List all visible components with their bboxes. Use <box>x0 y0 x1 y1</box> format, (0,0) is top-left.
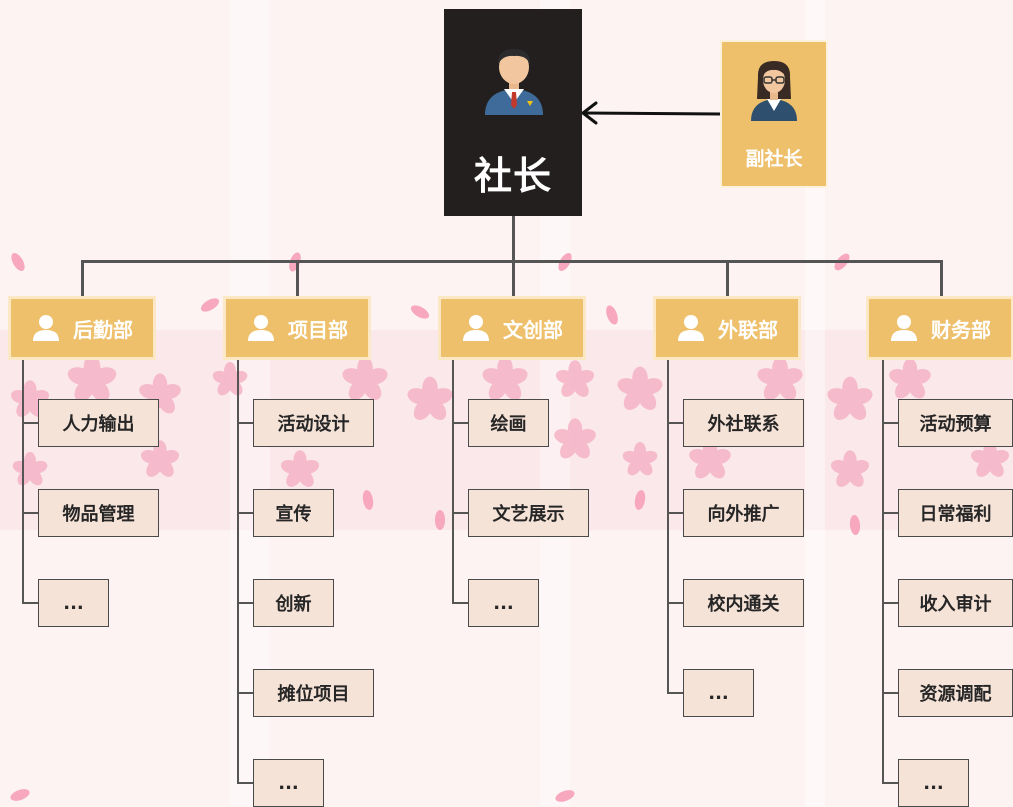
branch <box>882 692 898 694</box>
connector-wailian <box>726 260 729 298</box>
branch <box>452 422 468 424</box>
sub-item[interactable]: 活动设计 <box>253 399 374 447</box>
sub-item[interactable]: 外社联系 <box>683 399 804 447</box>
trunk-wailian <box>667 360 669 693</box>
department-label: 财务部 <box>931 317 991 342</box>
department-label: 文创部 <box>503 317 563 342</box>
department-label: 外联部 <box>718 317 778 342</box>
sub-item[interactable]: 绘画 <box>468 399 549 447</box>
president-node[interactable]: 社长 <box>444 9 582 216</box>
branch <box>237 602 253 604</box>
branch <box>882 782 898 784</box>
department-bus-line <box>81 260 942 263</box>
person-icon <box>463 315 489 341</box>
trunk-caiwu <box>882 360 884 783</box>
trunk-xiangmu <box>237 360 239 783</box>
vice-president-title: 副社长 <box>745 148 803 170</box>
branch <box>667 422 683 424</box>
department-houqin[interactable]: 后勤部 <box>8 296 156 360</box>
branch <box>667 602 683 604</box>
sub-item[interactable]: 创新 <box>253 579 334 627</box>
department-caiwu[interactable]: 财务部 <box>866 296 1013 360</box>
sub-item[interactable]: 物品管理 <box>38 489 159 537</box>
sub-item[interactable]: ... <box>683 669 754 717</box>
sub-item[interactable]: 日常福利 <box>898 489 1013 537</box>
sub-item[interactable]: 摊位项目 <box>253 669 374 717</box>
branch <box>22 602 38 604</box>
branch <box>22 422 38 424</box>
trunk-houqin <box>22 360 24 603</box>
department-xiangmu[interactable]: 项目部 <box>223 296 371 360</box>
branch <box>667 512 683 514</box>
department-wailian[interactable]: 外联部 <box>653 296 801 360</box>
department-label: 项目部 <box>288 317 348 342</box>
businessman-avatar-icon <box>485 49 543 115</box>
person-icon <box>248 315 274 341</box>
president-drop-line <box>512 216 515 262</box>
branch <box>237 782 253 784</box>
branch <box>882 512 898 514</box>
branch <box>452 602 468 604</box>
vice-president-node[interactable]: 副社长 <box>720 40 828 188</box>
trunk-wenchuang <box>452 360 454 603</box>
sub-item[interactable]: 宣传 <box>253 489 334 537</box>
person-icon <box>891 315 917 341</box>
department-wenchuang[interactable]: 文创部 <box>438 296 586 360</box>
branch <box>452 512 468 514</box>
person-icon <box>678 315 704 341</box>
connector-caiwu <box>940 260 943 298</box>
sub-item[interactable]: 活动预算 <box>898 399 1013 447</box>
sub-item[interactable]: 向外推广 <box>683 489 804 537</box>
sub-item[interactable]: 资源调配 <box>898 669 1013 717</box>
sub-item[interactable]: ... <box>468 579 539 627</box>
sub-item[interactable]: ... <box>38 579 109 627</box>
businesswoman-avatar-icon <box>751 61 797 121</box>
branch <box>237 422 253 424</box>
connector-wenchuang <box>512 260 515 298</box>
connector-xiangmu <box>296 260 299 298</box>
branch <box>667 692 683 694</box>
sub-item[interactable]: ... <box>253 759 324 807</box>
sub-item[interactable]: 校内通关 <box>683 579 804 627</box>
department-label: 后勤部 <box>73 317 133 342</box>
sub-item[interactable]: ... <box>898 759 969 807</box>
president-title: 社长 <box>473 154 552 198</box>
connector-houqin <box>81 260 84 298</box>
vice-to-president-arrow <box>581 101 722 125</box>
sub-item[interactable]: 收入审计 <box>898 579 1013 627</box>
branch <box>22 512 38 514</box>
person-icon <box>33 315 59 341</box>
sub-item[interactable]: 文艺展示 <box>468 489 589 537</box>
sub-item[interactable]: 人力输出 <box>38 399 159 447</box>
branch <box>882 422 898 424</box>
branch <box>237 512 253 514</box>
branch <box>237 692 253 694</box>
branch <box>882 602 898 604</box>
